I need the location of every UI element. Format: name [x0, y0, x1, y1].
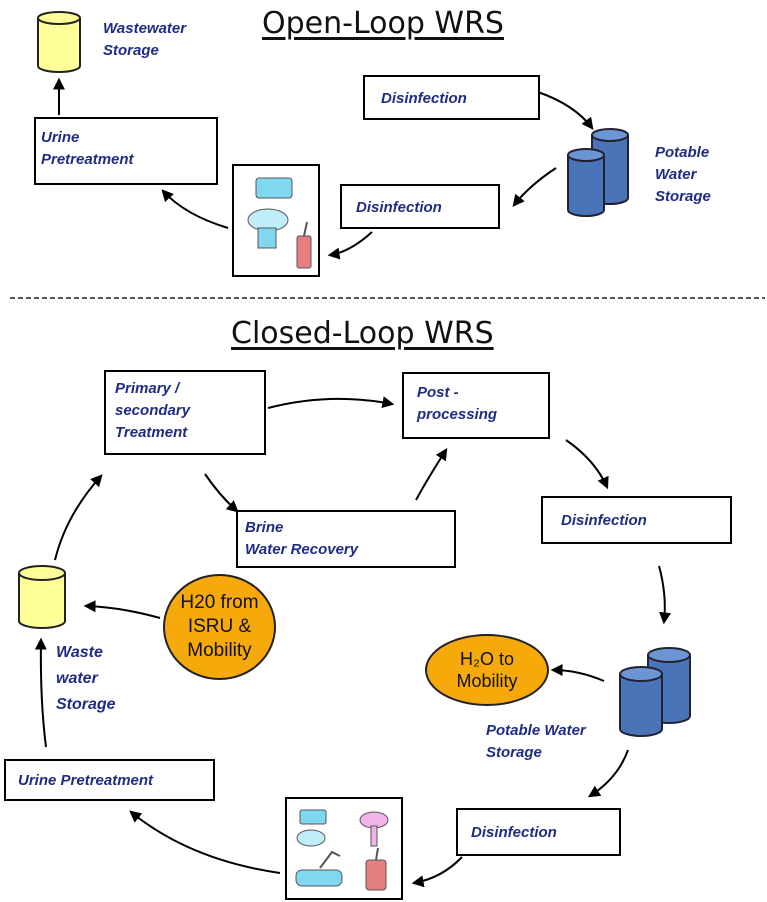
- disinfection-box-top: Disinfection: [363, 75, 540, 120]
- arrow-wastewater-to-primary: [54, 474, 103, 561]
- arrow-fixtures-to-pretreatment: [161, 189, 229, 229]
- potable-tank-icon-closed: [619, 647, 691, 737]
- arrow-disinfection-to-fixtures: [411, 856, 463, 888]
- post-processing-label: Post - processing: [417, 384, 498, 423]
- arrow-isru-to-wastewater: [83, 600, 161, 619]
- arrow-potable-to-disinfection: [587, 749, 629, 798]
- wastewater-storage-label: Wastewater Storage: [103, 20, 187, 59]
- arrow-primary-to-post: [267, 396, 395, 409]
- disinfection-box-upper: Disinfection: [541, 496, 732, 544]
- primary-secondary-label: Primary / secondary Treatment: [115, 380, 191, 441]
- arrow-brine-to-post: [415, 447, 448, 501]
- arrow-disinfection-to-potable: [658, 565, 672, 625]
- brine-water-recovery-label: Brine Water Recovery: [245, 519, 359, 558]
- arrow-primary-to-brine: [204, 473, 239, 513]
- waste-water-tank-icon: [18, 565, 66, 629]
- h2o-from-isru-circle: H20 from ISRU & Mobility: [163, 574, 276, 680]
- potable-tank-icon: [567, 128, 629, 217]
- arrow-pretreatment-to-wastewater: [34, 637, 47, 748]
- brine-water-recovery-box: Brine Water Recovery: [236, 510, 456, 568]
- disinfection-box-mid: Disinfection: [340, 184, 500, 229]
- fixtures-icon-closed: [285, 797, 403, 900]
- post-processing-box: Post - processing: [402, 372, 550, 439]
- urine-pretreatment-box: Urine Pretreatment: [34, 117, 218, 185]
- closed-loop-title: Closed-Loop WRS: [231, 316, 494, 351]
- disinfection-label: Disinfection: [381, 90, 467, 107]
- arrow-disinfection-to-potable: [537, 91, 594, 130]
- arrow-disinfection-to-fixtures: [327, 231, 373, 260]
- disinfection-label: Disinfection: [356, 199, 442, 216]
- urine-pretreatment-label-closed: Urine Pretreatment: [18, 772, 154, 789]
- arrow-potable-to-disinfection: [512, 167, 557, 207]
- potable-water-storage-label-closed: Potable Water Storage: [486, 722, 586, 761]
- disinfection-label: Disinfection: [561, 512, 647, 529]
- disinfection-label: Disinfection: [471, 824, 557, 841]
- primary-secondary-treatment-box: Primary / secondary Treatment: [104, 370, 266, 455]
- potable-water-storage-label: Potable Water Storage: [655, 144, 711, 205]
- fixtures-icon: [232, 164, 320, 277]
- arrow-potable-to-mobility: [550, 664, 605, 682]
- arrow-post-to-disinfection: [565, 439, 609, 490]
- disinfection-box-lower: Disinfection: [456, 808, 621, 856]
- urine-pretreatment-box-closed: Urine Pretreatment: [4, 759, 215, 801]
- wastewater-tank-icon: [37, 11, 81, 73]
- urine-pretreatment-label: Urine Pretreatment: [41, 129, 134, 168]
- h2o-to-mobility-circle: H₂O to Mobility: [425, 634, 549, 706]
- open-loop-title: Open-Loop WRS: [262, 6, 504, 41]
- waste-water-storage-label: Waste water Storage: [56, 644, 116, 713]
- arrow-fixtures-to-pretreatment: [129, 810, 281, 874]
